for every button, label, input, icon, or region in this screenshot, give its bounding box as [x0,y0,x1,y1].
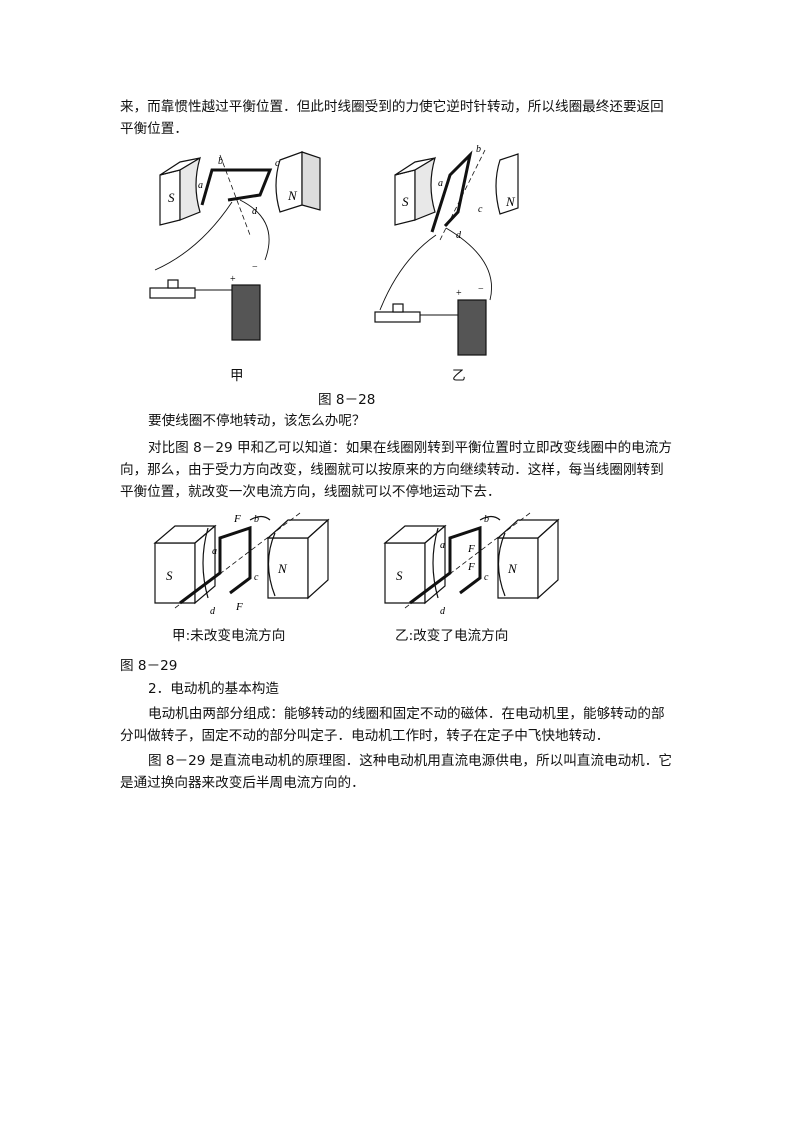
label-a-29-right: a [440,540,445,551]
label-d-left: d [252,206,258,217]
figure-8-28-right-caption: 乙 [452,368,466,384]
paragraph-question: 要使线圈不停地转动，该怎么办呢？ [148,413,366,429]
figure-8-29-left [153,512,330,609]
pole-n-29-left: N [277,561,288,576]
label-b-left: b [218,156,223,167]
label-c-left: c [275,158,280,169]
pole-n-29-right: N [507,561,518,576]
figure-8-28-number: 图 8－28 [318,392,376,408]
pole-s-left: S [168,190,175,205]
paragraph-intro: 来，而靠惯性越过平衡位置．但此时线圈受到的力使它逆时针转动，所以线圈最终还要返回… [120,99,664,137]
paragraph-compare: 对比图 8－29 甲和乙可以知道：如果在线圈刚转到平衡位置时立即改变线圈中的电流… [120,440,672,500]
pole-s-right: S [402,194,409,209]
figure-8-28: S N a b c d + − S N a b c d + − [149,144,519,356]
figure-8-28-left-caption: 甲 [230,368,244,384]
label-d-29-left: d [210,606,216,617]
figure-8-29-left-caption: 甲:未改变电流方向 [172,628,286,644]
plus-right: + [456,288,462,299]
force-top-right: F [467,543,475,555]
label-b-29-left: b [254,514,259,525]
label-a-right: a [438,178,443,189]
pole-s-29-right: S [396,568,403,583]
figure-8-29-number: 图 8－29 [120,658,178,674]
plus-left: + [230,274,236,285]
label-a-29-left: a [212,546,217,557]
force-bottom-right: F [467,561,475,573]
pole-n-right: N [505,194,516,209]
label-c-29-left: c [254,572,259,583]
paragraph-structure: 电动机由两部分组成：能够转动的线圈和固定不动的磁体．在电动机里，能够转动的部分叫… [120,706,665,744]
force-up-left: F [233,513,241,525]
figure-8-29-right [383,512,560,609]
figure-8-28-right [374,149,519,356]
label-d-29-right: d [440,606,446,617]
section-title: 2．电动机的基本构造 [148,681,279,697]
paragraph-dc-motor: 图 8－29 是直流电动机的原理图．这种电动机用直流电源供电，所以叫直流电动机．… [120,753,672,791]
minus-right: − [478,284,484,295]
pole-s-29-left: S [166,568,173,583]
label-a-left: a [198,180,203,191]
figure-8-29-right-caption: 乙:改变了电流方向 [395,628,509,644]
label-c-29-right: c [484,572,489,583]
figure-8-29: S N F F a b c d S N F F a b c d [153,512,560,617]
minus-left: − [252,262,258,273]
figure-8-28-left [149,151,321,341]
label-b-29-right: b [484,514,489,525]
pole-n-left: N [287,188,298,203]
force-down-left: F [235,601,243,613]
label-c-right: c [478,204,483,215]
label-d-right: d [456,230,462,241]
label-b-right: b [476,144,481,155]
